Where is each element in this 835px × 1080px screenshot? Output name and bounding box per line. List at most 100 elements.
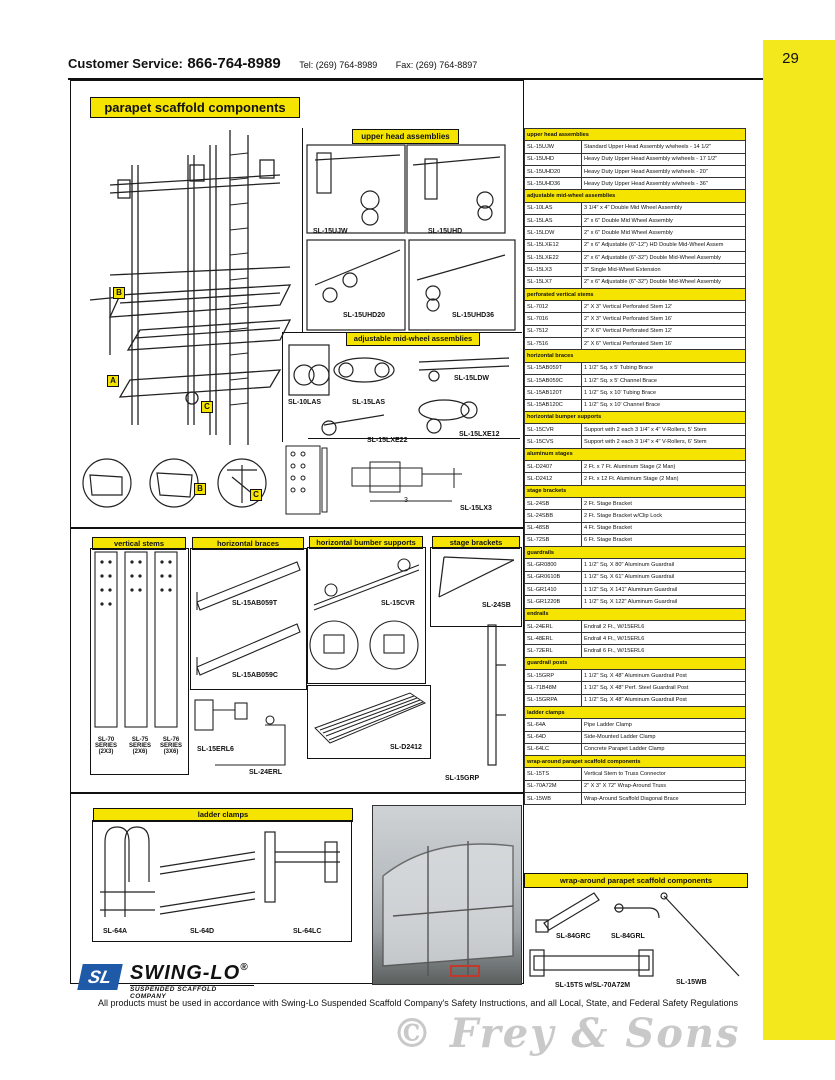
page-header: Customer Service: 866-764-8989 Tel: (269… <box>68 55 758 77</box>
spec-description: Heavy Duty Upper Head Assembly w/wheels … <box>581 164 746 179</box>
spec-sku: SL-15UHD <box>524 152 582 166</box>
spec-sku: SL-15GRPA <box>524 693 582 707</box>
spec-sku: SL-7012 <box>524 300 582 314</box>
spec-description: Concrete Parapet Ladder Clamp <box>581 742 746 757</box>
spec-section-header: guardrails <box>524 546 746 560</box>
spec-sku: SL-15LXE22 <box>524 250 582 265</box>
wrap-around-illustration <box>529 892 740 977</box>
spec-description: Vertical Stem to Truss Connector <box>581 767 746 781</box>
callout-b: B <box>113 287 125 299</box>
ladder-clamps-box <box>92 820 352 942</box>
vertical-stems-title: vertical stems <box>92 537 186 550</box>
spec-description: Side-Mounted Ladder Clamp <box>581 730 746 744</box>
label-upper-3: SL-15UHD20 <box>343 312 386 319</box>
label-upper-2: SL-15UHD <box>428 228 463 235</box>
spec-sku: SL-64A <box>524 718 582 732</box>
spec-sku: SL-24SBB <box>524 509 582 523</box>
spec-description: 1 1/2" Sq. X 141" Aluminum Guardrail <box>581 582 746 597</box>
spec-description: Wrap-Around Scaffold Diagonal Brace <box>581 792 746 806</box>
spec-section-header: adjustable mid-wheel assemblies <box>524 189 746 203</box>
vertical-stems-box <box>90 548 189 775</box>
horizontal-braces-title: horizontal braces <box>192 537 304 550</box>
spec-section-label: horizontal braces <box>524 349 746 363</box>
spec-description: 1 1/2" Sq. x 5' Tubing Brace <box>581 361 746 375</box>
extension-drawing <box>285 445 462 515</box>
logo-mark: SL <box>77 964 123 990</box>
watermark: © Frey & Sons <box>392 1010 741 1057</box>
parapet-title: parapet scaffold components <box>90 97 300 118</box>
spec-sku: SL-24ERL <box>524 619 582 634</box>
spec-sku: SL-15UHD20 <box>524 164 582 179</box>
spec-description: Endrail 4 Ft., W/15ERL6 <box>581 632 746 646</box>
spec-section-label: aluminum stages <box>524 447 746 462</box>
label-clamp-2: SL-64D <box>190 928 215 935</box>
spec-description: 3" Single Mid-Wheel Extension <box>581 263 746 277</box>
spec-section-header: ladder clamps <box>524 705 746 720</box>
spec-section-header: horizontal braces <box>524 349 746 363</box>
spec-sku: SL-72SB <box>524 533 582 548</box>
spec-section-label: upper head assemblies <box>524 127 746 142</box>
divider-mid-left <box>282 332 283 442</box>
spec-sku: SL-72ERL <box>524 644 582 658</box>
spec-sku: SL-15WB <box>524 792 582 806</box>
spec-sku: SL-7512 <box>524 324 582 339</box>
spec-sku: SL-48SB <box>524 521 582 535</box>
callout-b-detail: B <box>194 483 206 495</box>
label-endrail-2: SL-24ERL <box>249 769 283 776</box>
upper-head-title: upper head assemblies <box>352 129 459 144</box>
spec-section-header: stage brackets <box>524 484 746 498</box>
spec-sku: SL-15AB059C <box>524 373 582 388</box>
label-stem-2: SL-75 SERIES (2X6) <box>128 737 151 755</box>
label-wrap-2: SL-84GRL <box>611 933 645 940</box>
spec-section-label: perforated vertical stems <box>524 287 746 302</box>
spec-section-header: horizontal bumper supports <box>524 410 746 425</box>
divider-upper-left <box>302 128 303 332</box>
ladder-clamps-illustration <box>100 826 340 917</box>
spec-description: 3 1/4" x 4" Double Mid Wheel Assembly <box>581 201 746 216</box>
customer-service-phone: 866-764-8989 <box>187 55 281 72</box>
footer-note: All products must be used in accordance … <box>98 998 738 1008</box>
label-endrail-1: SL-15ERL6 <box>197 746 234 753</box>
bumper-supports-illustration <box>309 558 420 670</box>
spec-section-label: stage brackets <box>524 484 746 498</box>
spec-section-label: wrap-around parapet scaffold components <box>524 755 746 769</box>
label-upper-1: SL-15UJW <box>313 228 348 235</box>
spec-section-label: guardrail posts <box>524 656 746 671</box>
spec-sku: SL-GR1220B <box>524 595 582 609</box>
bottom-frame <box>70 792 524 984</box>
spec-section-label: ladder clamps <box>524 705 746 720</box>
spec-sku: SL-15LAS <box>524 214 582 228</box>
components-frame <box>70 527 524 794</box>
spec-sku: SL-15LX3 <box>524 263 582 277</box>
spec-description: Support with 2 each 3 1/4" x 4" V-Roller… <box>581 435 746 449</box>
label-mid-2: SL-15LAS <box>352 399 386 406</box>
stage-brackets-title: stage brackets <box>432 536 520 549</box>
spec-description: 2" x 6" Adjustable (6"-12") HD Double Mi… <box>581 238 746 252</box>
spec-sku: SL-GR0800 <box>524 558 582 572</box>
divider-mid <box>308 438 520 439</box>
spec-description: Endrail 6 Ft., W/15ERL6 <box>581 644 746 658</box>
label-clamp-3: SL-64LC <box>293 928 322 935</box>
spec-description: 2" x 6" Adjustable (6"-32") Double Mid-W… <box>581 250 746 265</box>
tel-number: Tel: (269) 764-8989 <box>299 60 378 70</box>
spec-sku: SL-15CVR <box>524 423 582 437</box>
label-wrap-1: SL-84GRC <box>556 933 591 940</box>
label-stage-1: SL-24SB <box>482 602 511 609</box>
